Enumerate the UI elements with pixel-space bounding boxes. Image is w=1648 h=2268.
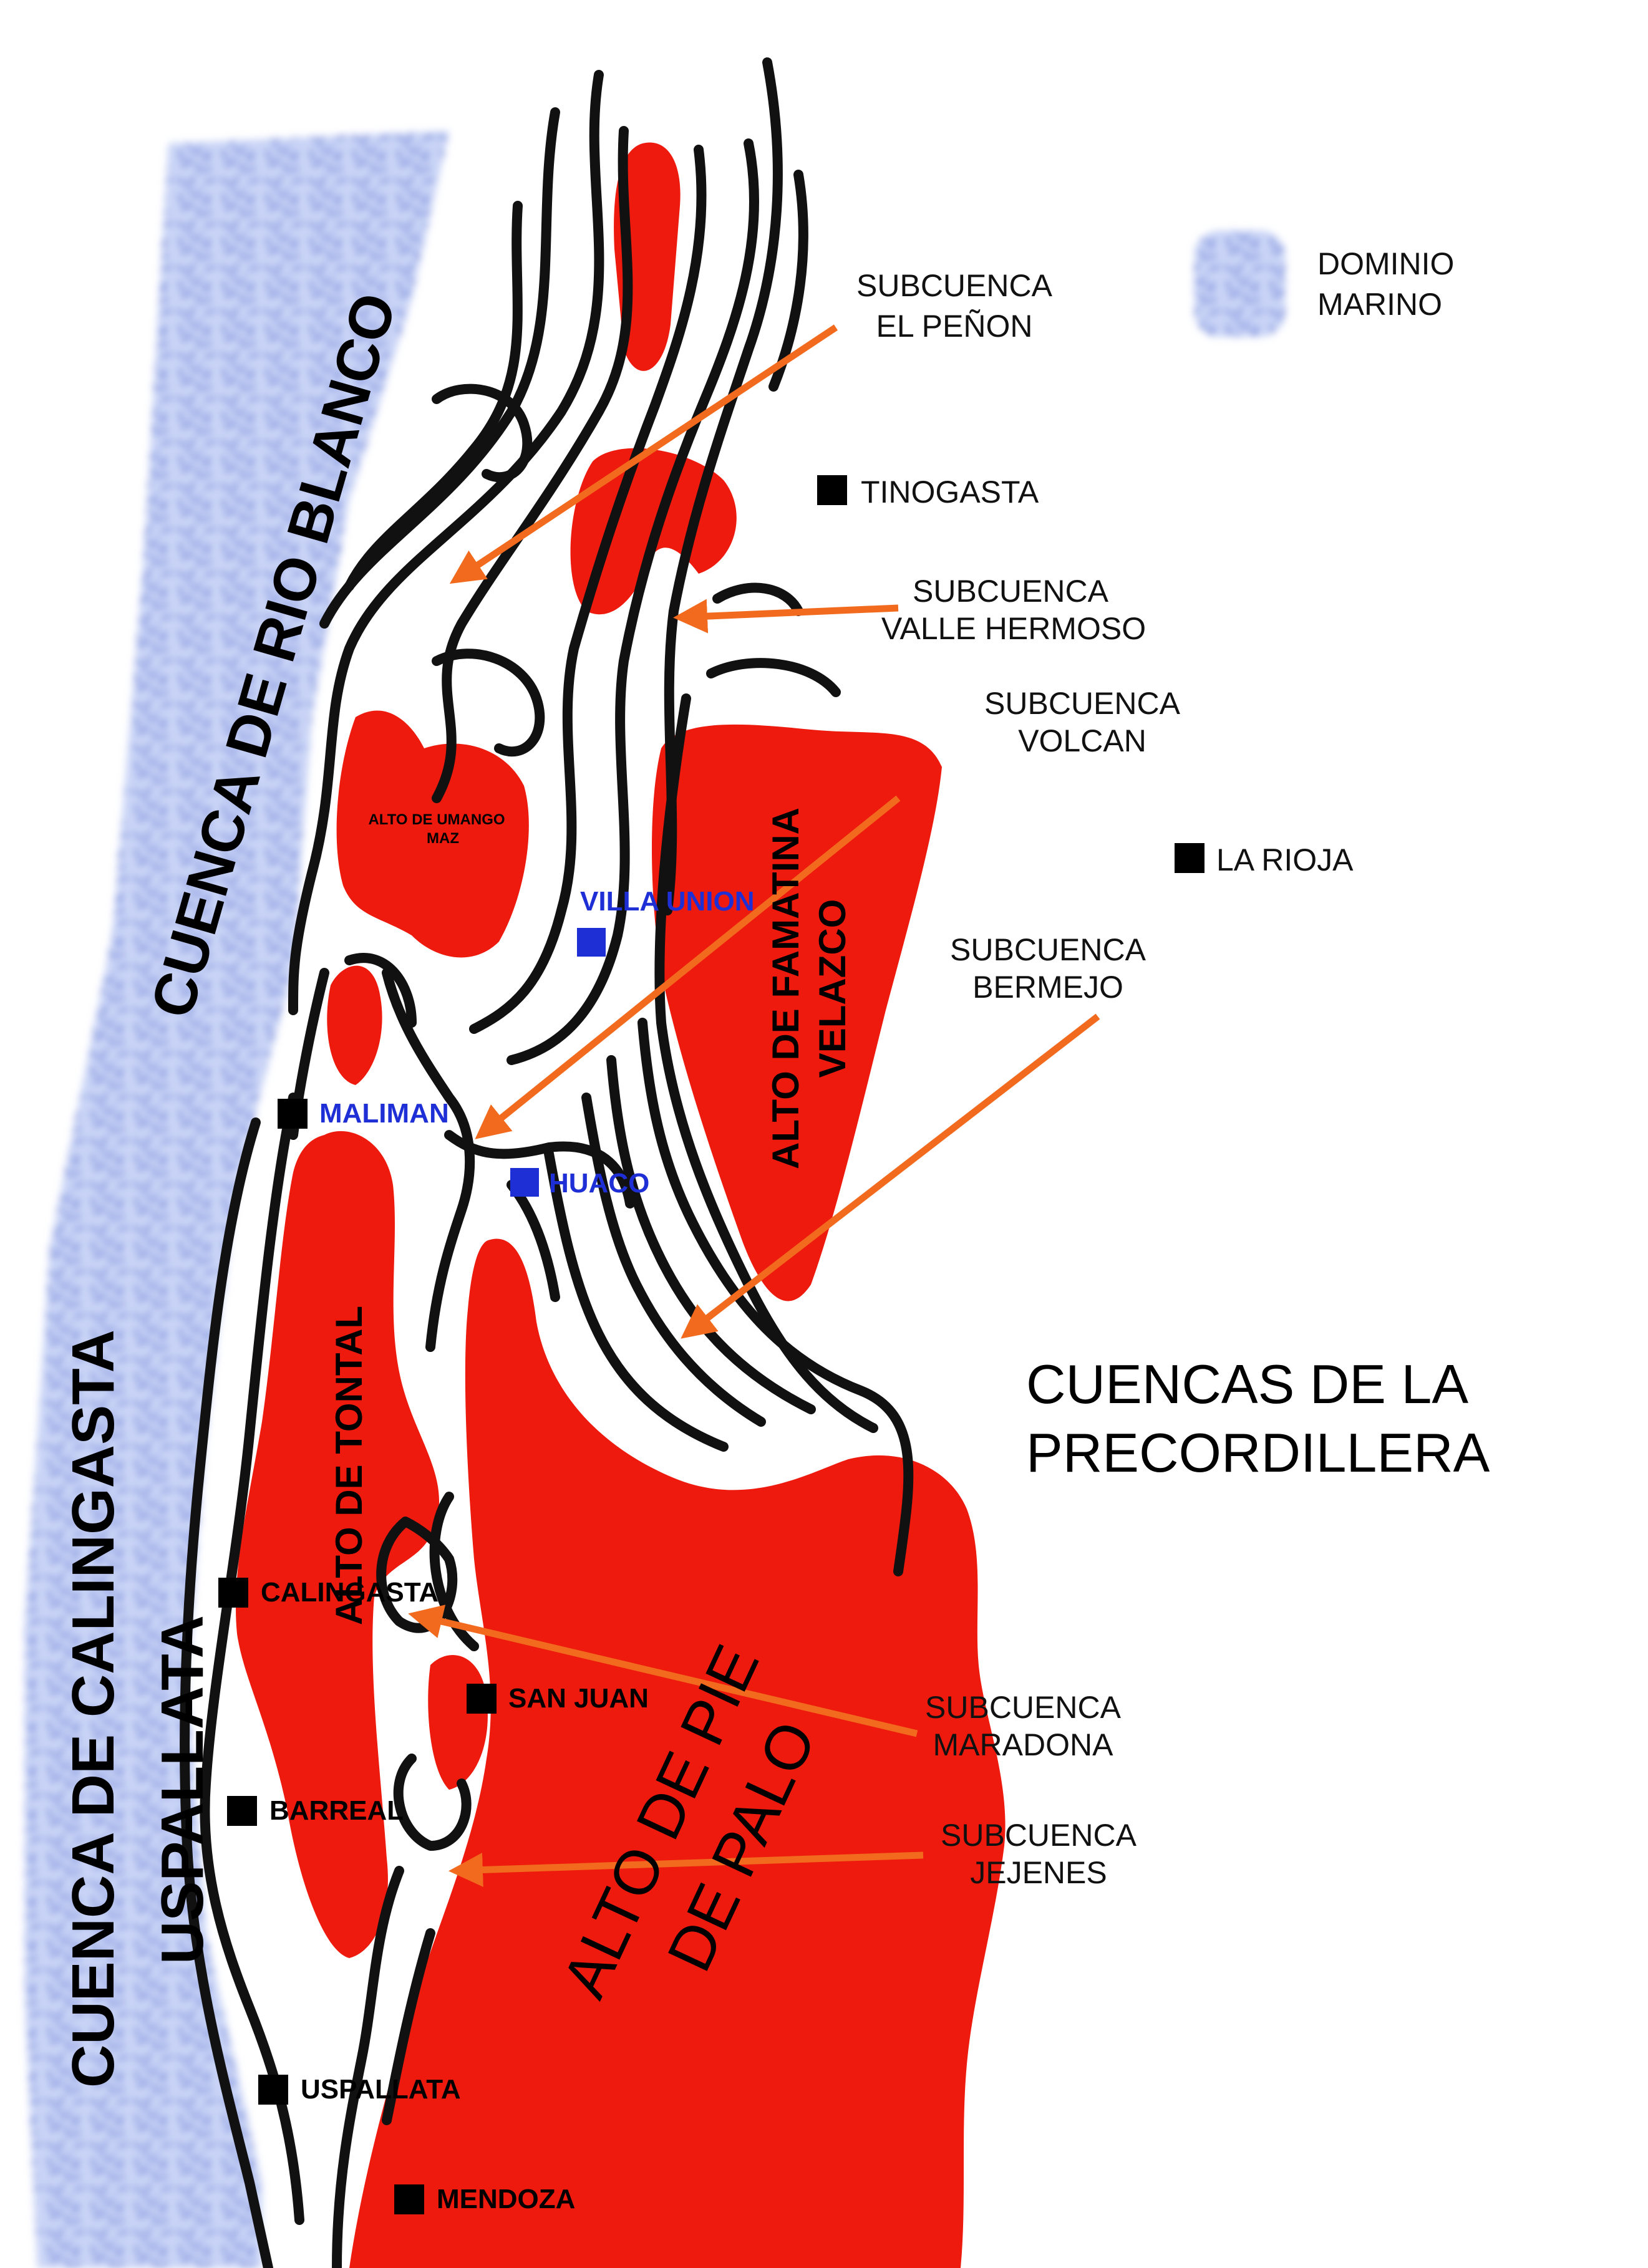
subbasin-arrows: [408, 324, 1100, 1888]
subbasin-volcan-line1: SUBCUENCA: [984, 686, 1181, 721]
town-marker-san-juan: [467, 1684, 497, 1714]
arrow-jejenes: [448, 1851, 924, 1888]
high-famatina: [652, 724, 942, 1301]
town-la-rioja: LA RIOJA: [1216, 842, 1354, 877]
high-famatina-line1: ALTO DE FAMATINA: [765, 808, 807, 1169]
legend-marine-swatch: [1195, 231, 1285, 337]
town-tinogasta: TINOGASTA: [861, 475, 1039, 509]
high-tontal: [236, 1131, 440, 1958]
structural-highs: [236, 142, 1006, 2268]
subbasin-penon-line1: SUBCUENCA: [856, 268, 1053, 303]
basin-precordillera-line2: PRECORDILLERA: [1026, 1422, 1490, 1484]
basin-calingasta-line2: USPALLATA: [149, 1615, 216, 1964]
subbasin-jejenes-line1: SUBCUENCA: [941, 1818, 1137, 1853]
subbasin-maradona-line2: MARADONA: [933, 1727, 1114, 1762]
legend-line2: MARINO: [1317, 287, 1442, 322]
subbasin-volcan-line2: VOLCAN: [1018, 723, 1146, 758]
town-san-juan: SAN JUAN: [508, 1683, 649, 1714]
high-umango-line2: MAZ: [427, 830, 459, 847]
town-mendoza: MENDOZA: [437, 2184, 575, 2214]
arrow-el-penon: [449, 324, 838, 584]
high-maradona-wedge: [428, 1655, 488, 1790]
town-marker-maliman: [278, 1099, 308, 1129]
town-marker-villa-union: [577, 928, 606, 957]
subbasin-bermejo-line2: BERMEJO: [972, 970, 1123, 1005]
arrow-valle-hermoso: [673, 599, 899, 634]
town-calingasta: CALINGASTA: [261, 1577, 439, 1608]
town-barreal: BARREAL: [269, 1795, 404, 1826]
town-marker-la-rioja: [1175, 843, 1204, 873]
town-uspallata: USPALLATA: [301, 2074, 461, 2105]
subbasin-maradona-line1: SUBCUENCA: [925, 1690, 1122, 1725]
basin-calingasta-line1: CUENCA DE CALINGASTA: [60, 1329, 127, 2088]
subbasin-jejenes-line2: JEJENES: [970, 1855, 1107, 1890]
high-pie-de-palo: [349, 1238, 1006, 2268]
high-tontal: ALTO DE TONTAL: [328, 1306, 370, 1625]
subbasin-penon-line2: EL PEÑON: [876, 309, 1032, 344]
subbasin-bermejo-line1: SUBCUENCA: [950, 932, 1146, 967]
subbasin-valle-line1: SUBCUENCA: [913, 574, 1109, 609]
legend-line1: DOMINIO: [1317, 246, 1454, 281]
town-maliman: MALIMAN: [319, 1098, 449, 1129]
high-umango: [336, 710, 529, 958]
town-marker-mendoza: [394, 2184, 424, 2214]
basin-precordillera-line1: CUENCAS DE LA: [1026, 1353, 1468, 1415]
sedimentary-beds: [180, 57, 914, 2268]
towns: TINOGASTA LA RIOJA VILLA UNION MALIMAN H…: [218, 475, 1354, 2214]
arrow-volcan: [475, 795, 901, 1139]
subbasin-valle-line2: VALLE HERMOSO: [881, 611, 1146, 646]
town-marker-calingasta: [218, 1578, 248, 1608]
town-marker-tinogasta: [817, 475, 847, 505]
high-famatina-line2: VELAZCO: [812, 899, 853, 1078]
high-umango-line1: ALTO DE UMANGO: [368, 811, 505, 828]
town-marker-huaco: [510, 1168, 539, 1197]
town-villa-union: VILLA UNION: [580, 886, 754, 917]
high-small-west: [327, 965, 382, 1085]
town-huaco: HUACO: [549, 1168, 649, 1199]
arrow-bermejo: [681, 1013, 1100, 1339]
subbasin-labels: SUBCUENCA EL PEÑON SUBCUENCA VALLE HERMO…: [856, 268, 1181, 1890]
marine-domain-area: [25, 131, 449, 2268]
town-marker-barreal: [227, 1796, 257, 1826]
arrow-maradona: [408, 1604, 918, 1737]
town-marker-uspallata: [258, 2075, 288, 2105]
